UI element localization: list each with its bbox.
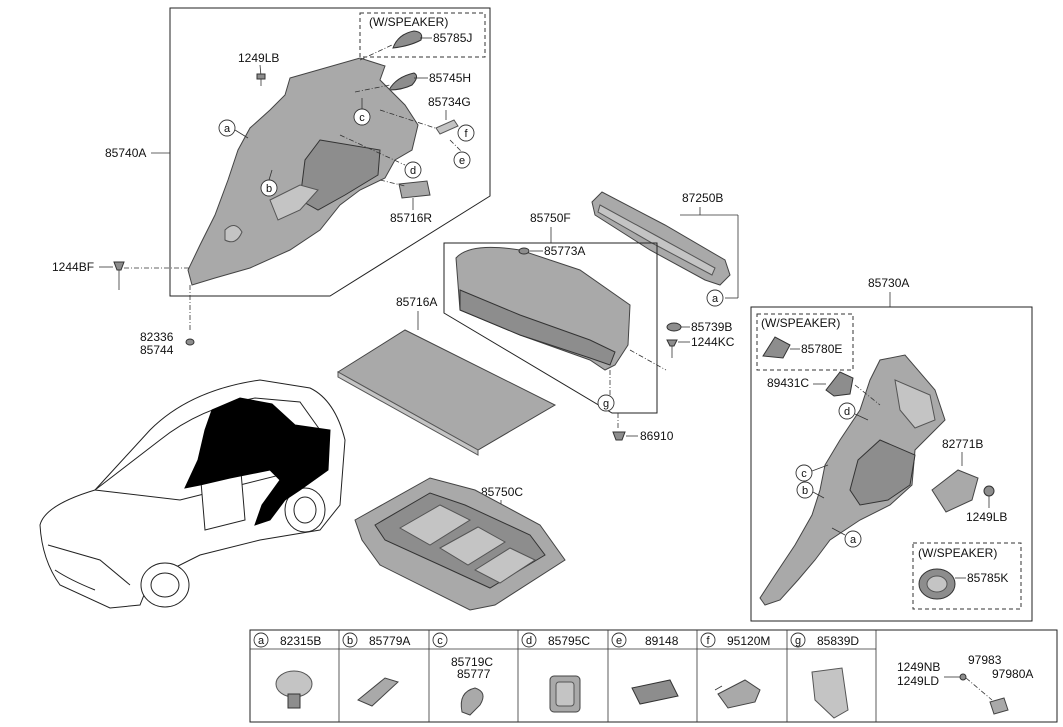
part-label-87250B: 87250B [682,191,723,205]
part-85716R-shape [398,180,431,199]
callout-circle-d-right [838,402,856,420]
legend-part-1249NB: 1249NB [897,660,940,674]
speaker-option-label: (W/SPEAKER) [369,15,448,29]
left-trim-panel-group: (W/SPEAKER) 85785J 85745H 1249LB 85734G … [105,7,491,297]
part-label-1244KC: 1244KC [691,335,735,349]
legend-part-85779A: 85779A [369,634,410,648]
callout-circle-c-right [795,464,813,482]
callout-circle-e-top [453,151,471,169]
svg-text:a: a [712,293,719,305]
svg-text:d: d [844,406,850,418]
legend-part-1249LD: 1249LD [897,674,939,688]
legend-part-97980A: 97980A [992,667,1033,681]
scuff-plate-group: 87250B a [591,191,739,307]
callout-circle-a-top [218,119,236,137]
callout-circle-a-scuff [706,289,724,307]
part-label-1244BF: 1244BF [52,260,94,274]
callout-circle-f-top [457,124,475,142]
part-89431C-shape [825,371,854,397]
part-label-1249LB-right: 1249LB [966,510,1007,524]
part-82771B-shape [931,469,979,513]
callout-circle-d-top [404,161,422,179]
part-label-82771B: 82771B [942,437,983,451]
part-label-85730A: 85730A [868,276,909,290]
luggage-tray-group: 85750F 85773A g 85739B 1244KC 86910 [443,211,735,443]
svg-text:f: f [464,128,468,140]
part-label-85750F: 85750F [530,211,571,225]
left-fasteners-group: 1244BF 82336 85744 [52,260,195,357]
svg-text:g: g [795,635,801,647]
svg-text:f: f [706,635,710,647]
part-85785J-shape [392,30,423,49]
legend-part-85777: 85777 [457,667,491,681]
right-trim-panel-frame [750,306,1033,622]
speaker-option-box-bottom [912,542,1022,610]
svg-text:e: e [459,155,465,167]
part-label-85744: 85744 [140,343,174,357]
svg-text:b: b [266,183,272,195]
left-trim-panel-frame [169,7,491,297]
legend-part-85795C: 85795C [548,634,590,648]
luggage-tray-frame [443,242,658,414]
part-label-85750C: 85750C [481,485,523,499]
speaker-option-box-right [756,313,854,371]
svg-text:a: a [850,534,857,546]
legend-table: a 82315B b 85779A c 85719C 85777 d 85795… [249,629,1058,723]
legend-part-95120M: 95120M [727,634,770,648]
part-85734G-shape [435,119,459,135]
speaker-option-box-top [359,12,486,58]
part-label-82336: 82336 [140,330,174,344]
part-label-1249LB-top: 1249LB [238,51,279,65]
svg-text:c: c [437,635,443,647]
legend-part-82315B: 82315B [280,634,321,648]
part-label-85773A: 85773A [544,244,585,258]
svg-text:e: e [616,635,622,647]
part-label-85740A: 85740A [105,146,146,160]
svg-text:c: c [801,468,807,480]
part-label-85716R: 85716R [390,211,432,225]
callout-circle-b-right [796,481,814,499]
speaker-option-label-right: (W/SPEAKER) [761,316,840,330]
legend-part-85719C: 85719C [451,655,493,669]
svg-text:d: d [526,635,532,647]
svg-text:b: b [802,485,808,497]
part-85745H-shape [388,72,418,91]
svg-text:d: d [410,165,416,177]
vehicle-illustration [39,379,346,609]
part-85780E-shape [762,336,791,359]
part-label-85716A: 85716A [396,295,437,309]
callout-circle-a-right [844,530,862,548]
part-label-86910: 86910 [640,429,674,443]
legend-part-85839D: 85839D [817,634,859,648]
svg-text:a: a [224,123,231,135]
part-label-85745H: 85745H [429,71,471,85]
floor-mat-group: 85716A [337,295,557,456]
part-85740A-trim-shape [187,57,419,286]
storage-tub-group: 85750C [354,477,566,611]
legend-part-97983: 97983 [968,653,1002,667]
svg-text:g: g [603,398,609,410]
legend-part-89148: 89148 [645,634,679,648]
svg-text:c: c [359,112,365,124]
svg-text:a: a [258,635,265,647]
part-label-85734G: 85734G [428,95,471,109]
right-trim-panel-group: 85730A (W/SPEAKER) 85780E 89431C d c b a… [750,276,1033,622]
callout-circle-g [597,394,615,412]
part-label-89431C: 89431C [767,376,809,390]
speaker-option-label-bottom: (W/SPEAKER) [918,546,997,560]
part-label-85785K: 85785K [967,571,1008,585]
part-label-85785J: 85785J [433,31,472,45]
svg-text:b: b [347,635,353,647]
part-label-85780E: 85780E [801,342,842,356]
part-label-85739B: 85739B [691,320,732,334]
vehicle-highlight-area [184,397,331,526]
